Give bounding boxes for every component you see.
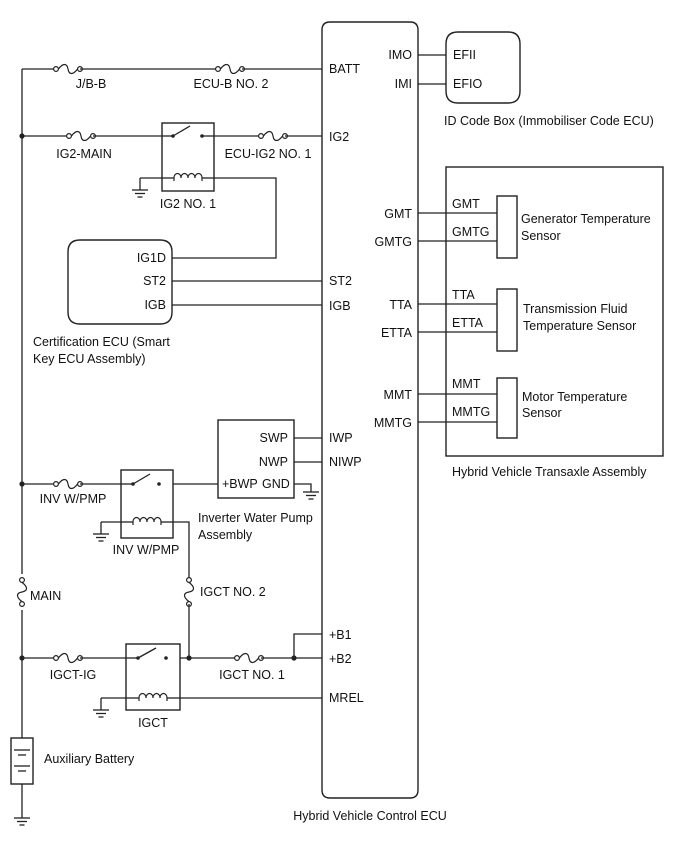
- pin-mrel-label: MREL: [329, 691, 364, 705]
- pin-igb-label: IGB: [329, 299, 351, 313]
- fuse-main-label: MAIN: [30, 589, 61, 603]
- pin-gmt-label: GMT: [384, 207, 412, 221]
- ig2-relay-ground-icon: [131, 189, 149, 198]
- cert-ecu-label-1: Certification ECU (Smart: [33, 335, 170, 349]
- auxiliary-battery-label: Auxiliary Battery: [44, 752, 135, 766]
- battery-ground-icon: [13, 817, 31, 826]
- fuse-ig2-main-label: IG2-MAIN: [56, 147, 112, 161]
- pin-ig2-label: IG2: [329, 130, 349, 144]
- pin-mmt-label: MMT: [384, 388, 413, 402]
- certification-ecu: IG1D ST2 IGB Certification ECU (Smart Ke…: [33, 239, 173, 366]
- wire-b1: [293, 633, 322, 658]
- fuse-ecu-b-no2-label: ECU-B NO. 2: [193, 77, 268, 91]
- relay-igct-label: IGCT: [138, 716, 168, 730]
- sensor-pin-mmtg: MMTG: [452, 405, 490, 419]
- pin-efii-label: EFII: [453, 48, 476, 62]
- inverter-water-pump-assembly: SWP NWP +BWP GND Inverter Water Pump Ass…: [198, 419, 313, 542]
- transmission-sensor-label-1: Transmission Fluid: [523, 302, 627, 316]
- id-code-box: EFII EFIO ID Code Box (Immobiliser Code …: [444, 31, 654, 128]
- sensor-pin-etta: ETTA: [452, 316, 484, 330]
- pump-pin-nwp: NWP: [259, 455, 288, 469]
- relay-inv-wpmp-label: INV W/PMP: [113, 543, 180, 557]
- cert-pin-st2: ST2: [143, 274, 166, 288]
- pin-batt-label: BATT: [329, 62, 360, 76]
- inv-wpmp-relay: INV W/PMP: [113, 469, 180, 557]
- igct-no1-fuse-icon: [234, 652, 264, 664]
- junction-dot: [186, 655, 192, 661]
- sensor-pin-tta: TTA: [452, 288, 475, 302]
- junction-dot: [19, 481, 25, 487]
- fuse-jb-b-label: J/B-B: [76, 77, 107, 91]
- pin-mmtg-label: MMTG: [374, 416, 412, 430]
- generator-sensor-label-1: Generator Temperature: [521, 212, 651, 226]
- generator-sensor-label-2: Sensor: [521, 229, 561, 243]
- sensor-pin-gmt: GMT: [452, 197, 480, 211]
- pump-pin-swp: SWP: [260, 431, 288, 445]
- sensor-pin-mmt: MMT: [452, 377, 481, 391]
- igct-relay: IGCT: [125, 643, 181, 730]
- inv-relay-ground-icon: [92, 533, 110, 542]
- id-code-box-title: ID Code Box (Immobiliser Code ECU): [444, 114, 654, 128]
- motor-sensor-label-1: Motor Temperature: [522, 390, 627, 404]
- hybrid-vehicle-transaxle-assembly: Hybrid Vehicle Transaxle Assembly Genera…: [445, 166, 664, 479]
- pump-label-1: Inverter Water Pump: [198, 511, 313, 525]
- cert-ecu-label-2: Key ECU Assembly): [33, 352, 146, 366]
- inv-wpmp-fuse-icon: [52, 478, 84, 490]
- pin-etta-label: ETTA: [381, 326, 413, 340]
- ig2-no1-relay: IG2 NO. 1: [160, 122, 216, 211]
- wire-inv-coil: [173, 521, 190, 580]
- ig2-main-fuse-icon: [65, 130, 97, 142]
- fuse-igct-ig-label: IGCT-IG: [50, 668, 97, 682]
- hybrid-vehicle-control-ecu: Hybrid Vehicle Control ECU: [293, 21, 447, 823]
- junction-dot: [19, 133, 25, 139]
- wire-ig1d: [172, 177, 277, 259]
- pin-st2-label: ST2: [329, 274, 352, 288]
- igct-relay-ground-icon: [92, 709, 110, 718]
- pin-tta-label: TTA: [389, 298, 412, 312]
- relay-ig2-no1-label: IG2 NO. 1: [160, 197, 216, 211]
- pin-imi-label: IMI: [395, 77, 412, 91]
- pump-pin-gnd: GND: [262, 477, 290, 491]
- igct-no2-fuse-icon: [183, 576, 195, 608]
- auxiliary-battery: Auxiliary Battery: [10, 737, 135, 785]
- motor-temperature-sensor: [496, 377, 518, 439]
- pin-b2-label: +B2: [329, 652, 352, 666]
- pin-iwp-label: IWP: [329, 431, 353, 445]
- pin-efio-label: EFIO: [453, 77, 482, 91]
- pin-imo-label: IMO: [388, 48, 412, 62]
- fuse-ecu-ig2-no1-label: ECU-IG2 NO. 1: [225, 147, 312, 161]
- sensor-pin-gmtg: GMTG: [452, 225, 490, 239]
- cert-pin-igb: IGB: [144, 298, 166, 312]
- motor-sensor-label-2: Sensor: [522, 406, 562, 420]
- pump-ground-icon: [302, 491, 320, 500]
- pin-b1-label: +B1: [329, 628, 352, 642]
- transmission-fluid-temperature-sensor: [496, 288, 518, 352]
- ecu-title: Hybrid Vehicle Control ECU: [293, 809, 447, 823]
- junction-dot: [291, 655, 297, 661]
- cert-pin-ig1d: IG1D: [137, 251, 166, 265]
- generator-temperature-sensor: [496, 195, 518, 259]
- pump-pin-bwp: +BWP: [222, 477, 258, 491]
- pin-niwp-label: NIWP: [329, 455, 362, 469]
- pin-gmtg-label: GMTG: [375, 235, 413, 249]
- jb-b-fuse-icon: [52, 63, 84, 75]
- fuse-igct-no2-label: IGCT NO. 2: [200, 585, 266, 599]
- junction-dot: [19, 655, 25, 661]
- transmission-sensor-label-2: Temperature Sensor: [523, 319, 636, 333]
- fuse-inv-wpmp-label: INV W/PMP: [40, 492, 107, 506]
- main-fuse-icon: [16, 576, 28, 608]
- fuse-igct-no1-label: IGCT NO. 1: [219, 668, 285, 682]
- igct-ig-fuse-icon: [52, 652, 84, 664]
- transaxle-title: Hybrid Vehicle Transaxle Assembly: [452, 465, 647, 479]
- ecu-b-no2-fuse-icon: [215, 63, 245, 75]
- wire-pump-gnd: [294, 483, 312, 492]
- pump-label-2: Assembly: [198, 528, 253, 542]
- ecu-ig2-no1-fuse-icon: [258, 130, 288, 142]
